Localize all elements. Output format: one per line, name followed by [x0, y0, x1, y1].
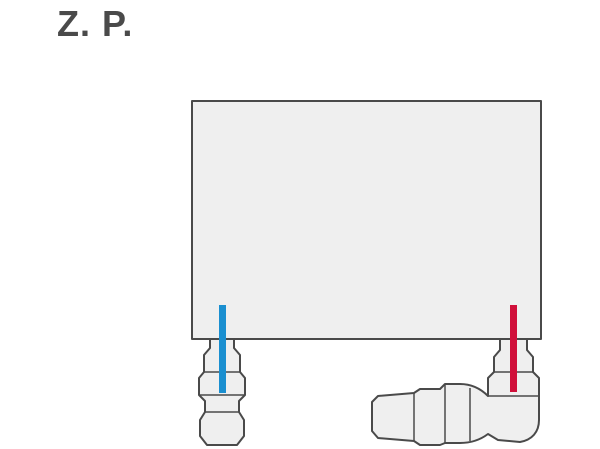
return-pipe-icon	[510, 305, 517, 392]
supply-pipe-icon	[219, 305, 226, 393]
right-angled-valve-icon	[371, 338, 540, 446]
radiator-panel-icon	[191, 100, 542, 340]
page-title: Z. P.	[57, 3, 134, 44]
